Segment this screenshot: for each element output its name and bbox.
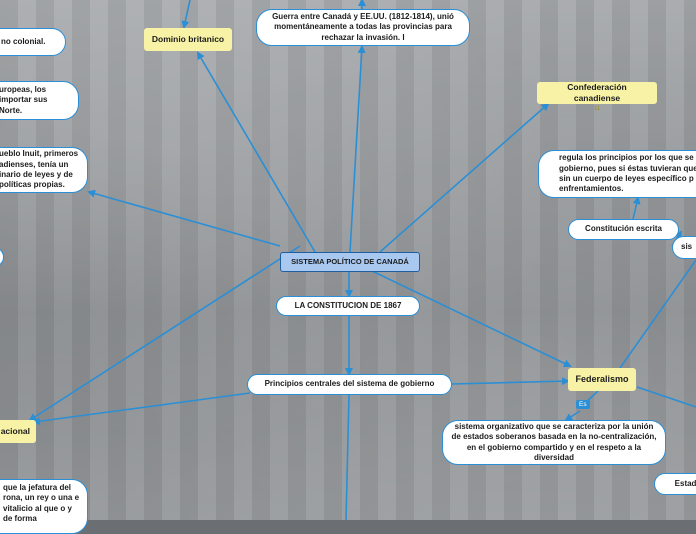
node-federalismo[interactable]: Federalismo bbox=[568, 368, 636, 391]
link-constitucion-regula bbox=[633, 198, 638, 219]
link-principios-down bbox=[346, 395, 349, 520]
node-constitucion-1867[interactable]: LA CONSTITUCION DE 1867 bbox=[276, 296, 420, 316]
link-central-inuit bbox=[89, 192, 280, 246]
node-sis[interactable]: sis bbox=[672, 236, 696, 259]
node-confederacion[interactable]: Confederación canadiense bbox=[537, 82, 657, 104]
node-estado[interactable]: Estado bbox=[654, 473, 696, 495]
node-europeas[interactable]: uropeas, los importar sus Norte. bbox=[0, 81, 79, 120]
node-jefatura[interactable]: que la jefatura del rona, un rey o una e… bbox=[0, 479, 88, 534]
node-guerra[interactable]: Guerra entre Canadá y EE.UU. (1812-1814)… bbox=[256, 9, 470, 46]
node-colonial[interactable]: no colonial. bbox=[0, 28, 66, 56]
link-central-federalismo bbox=[370, 270, 570, 366]
link-central-dominio bbox=[198, 53, 315, 252]
node-principios[interactable]: Principios centrales del sistema de gobi… bbox=[247, 374, 452, 395]
link-principios-federalismo bbox=[452, 381, 568, 384]
link-central-guerra bbox=[350, 47, 362, 252]
node-nacional[interactable]: acional bbox=[0, 420, 36, 443]
link-central-confed bbox=[380, 104, 548, 252]
link-federalismo-sis bbox=[620, 260, 696, 368]
node-central[interactable]: SISTEMA POLÍTICO DE CANADÁ bbox=[280, 252, 420, 272]
node-dominio-britanico[interactable]: Dominio britanico bbox=[144, 28, 232, 51]
node-inuit[interactable]: ueblo Inuit, primeros adienses, tenía un… bbox=[0, 147, 88, 193]
node-constitucion-escrita[interactable]: Constitución escrita bbox=[568, 219, 679, 240]
tag-es: Es bbox=[576, 400, 590, 409]
link-es-sistema bbox=[566, 411, 580, 420]
node-sistema-organizativo[interactable]: sistema organizativo que se caracteriza … bbox=[442, 420, 666, 465]
confederacion-badge: 11 bbox=[594, 106, 600, 112]
link-federalismo-estado bbox=[637, 387, 696, 407]
link-dominio bbox=[184, 0, 190, 27]
node-regula[interactable]: regula los principios por los que se gob… bbox=[538, 150, 696, 198]
